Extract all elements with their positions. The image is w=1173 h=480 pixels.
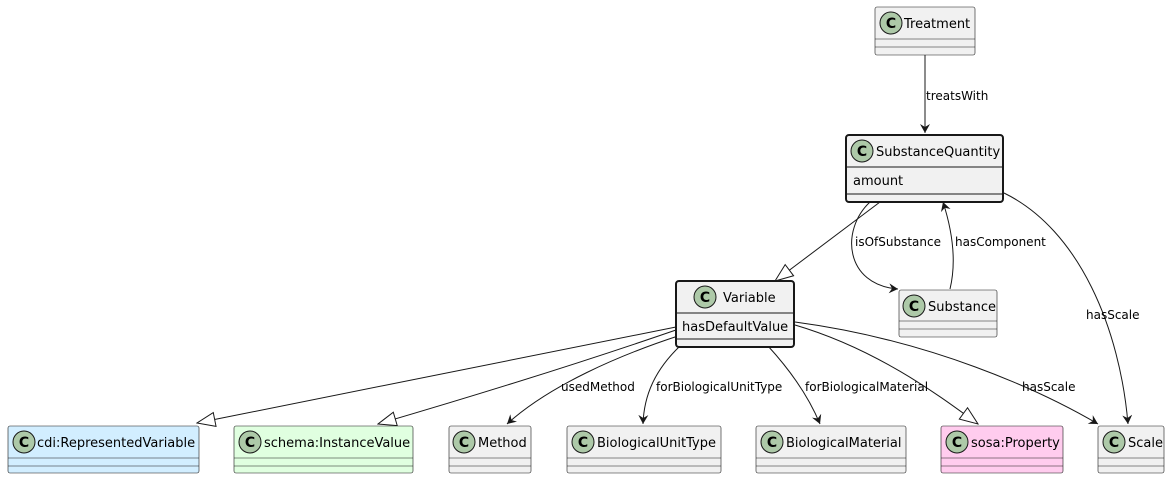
edge-used-method <box>506 335 679 425</box>
edge-is-of-substance <box>851 201 899 294</box>
svg-text:C: C <box>857 144 867 160</box>
class-substance-quantity[interactable]: C SubstanceQuantity amount <box>845 134 1004 203</box>
class-treatment[interactable]: C Treatment <box>874 6 976 56</box>
class-biological-material[interactable]: C BiologicalMaterial <box>755 425 907 474</box>
class-instance-value[interactable]: C schema:InstanceValue <box>233 425 414 474</box>
edge-for-biological-material <box>767 345 822 425</box>
class-icon <box>238 430 262 454</box>
edge-sq-has-scale <box>1003 192 1133 425</box>
edge-sq-extends-variable <box>775 201 881 281</box>
class-variable[interactable]: C Variable hasDefaultValue <box>675 280 795 348</box>
class-substance[interactable]: C Substance <box>898 289 998 338</box>
class-icon <box>902 294 926 318</box>
class-icon <box>452 430 476 454</box>
label-sq-has-scale: hasScale <box>1086 308 1140 322</box>
class-icon <box>879 11 903 35</box>
class-icon <box>945 430 969 454</box>
label-for-biological-material: forBiologicalMaterial <box>805 380 928 394</box>
class-icon <box>12 430 36 454</box>
class-name: Substance <box>928 300 996 315</box>
edge-labels: treatsWith isOfSubstance hasComponent ha… <box>561 89 1140 394</box>
edge-has-component <box>940 201 954 290</box>
label-has-component: hasComponent <box>955 235 1046 249</box>
class-icon <box>760 430 784 454</box>
attribute-has-default-value: hasDefaultValue <box>682 320 788 335</box>
edge-var-extends-instance-value <box>378 329 677 424</box>
class-name: BiologicalMaterial <box>786 436 901 451</box>
svg-text:C: C <box>767 435 777 451</box>
class-name: schema:InstanceValue <box>264 436 410 451</box>
svg-text:C: C <box>952 435 962 451</box>
class-name: SubstanceQuantity <box>876 145 1000 160</box>
class-name: Scale <box>1128 436 1163 451</box>
svg-text:C: C <box>700 290 710 306</box>
edge-var-extends-sosa-property <box>794 324 978 424</box>
class-name: Variable <box>723 291 776 306</box>
svg-text:C: C <box>909 299 919 315</box>
class-represented-variable[interactable]: C cdi:RepresentedVariable <box>7 425 200 474</box>
class-icon <box>850 139 874 163</box>
class-name: sosa:Property <box>971 436 1060 451</box>
svg-text:C: C <box>459 435 469 451</box>
label-treats-with: treatsWith <box>926 89 988 103</box>
class-name: Method <box>478 436 527 451</box>
label-var-has-scale: hasScale <box>1022 380 1076 394</box>
svg-text:C: C <box>578 435 588 451</box>
class-sosa-property[interactable]: C sosa:Property <box>940 425 1064 474</box>
class-name: cdi:RepresentedVariable <box>37 436 195 451</box>
svg-text:C: C <box>19 435 29 451</box>
class-biological-unit-type[interactable]: C BiologicalUnitType <box>566 425 722 474</box>
edges <box>197 55 1133 425</box>
label-for-biological-unit-type: forBiologicalUnitType <box>656 380 782 394</box>
edge-var-has-scale <box>794 321 1099 425</box>
class-icon <box>693 285 717 309</box>
svg-text:C: C <box>886 16 896 32</box>
edge-var-extends-represented-variable <box>197 326 677 423</box>
label-used-method: usedMethod <box>561 380 635 394</box>
class-icon <box>1102 430 1126 454</box>
edge-for-biological-unit-type <box>638 345 681 425</box>
class-method[interactable]: C Method <box>448 425 532 474</box>
label-is-of-substance: isOfSubstance <box>855 235 941 249</box>
attribute-amount: amount <box>853 174 903 189</box>
svg-text:C: C <box>245 435 255 451</box>
svg-text:C: C <box>1109 435 1119 451</box>
class-icon <box>571 430 595 454</box>
class-name: BiologicalUnitType <box>597 436 716 451</box>
class-scale[interactable]: C Scale <box>1097 425 1165 474</box>
class-name: Treatment <box>903 17 970 32</box>
